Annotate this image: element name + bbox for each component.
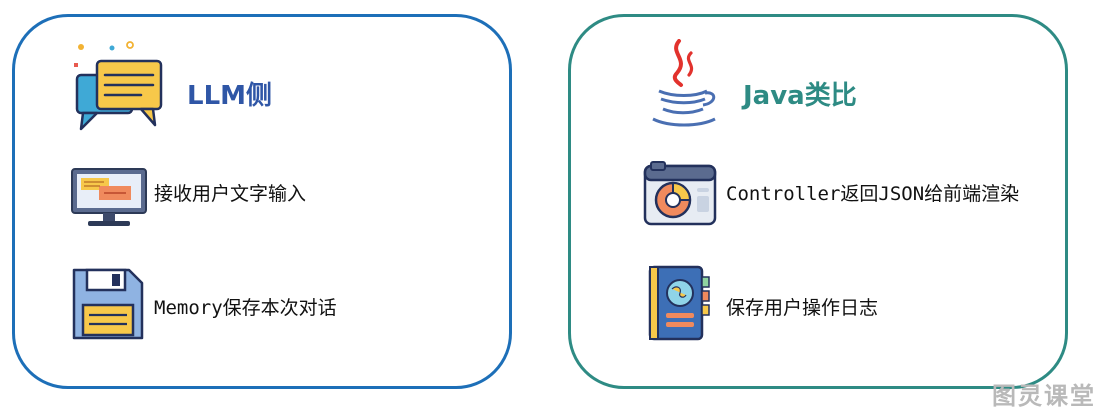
item-log-label: 保存用户操作日志: [726, 297, 879, 319]
item-controller-label: Controller返回JSON给前端渲染: [726, 183, 1020, 205]
item-memory-label: Memory保存本次对话: [154, 297, 337, 319]
item-text-input-label: 接收用户文字输入: [154, 183, 307, 205]
watermark: 图灵课堂: [992, 382, 1096, 410]
llm-side-title: LLM侧: [187, 81, 273, 111]
computer-screen-icon: [71, 168, 147, 226]
java-analogy-title: Java类比: [743, 81, 857, 111]
dashboard-panel-icon: [643, 161, 717, 226]
notebook-icon: [648, 265, 710, 341]
chat-bubbles-icon: [74, 41, 163, 131]
floppy-disk-icon: [72, 268, 144, 340]
java-coffee-icon: [652, 39, 716, 127]
llm-side-panel: LLM侧 接收用户文字输入 Memory保存本次对话: [12, 14, 512, 389]
java-analogy-panel: Java类比 Controller返回JSON给前端渲染 保存用户操作日志: [568, 14, 1068, 389]
